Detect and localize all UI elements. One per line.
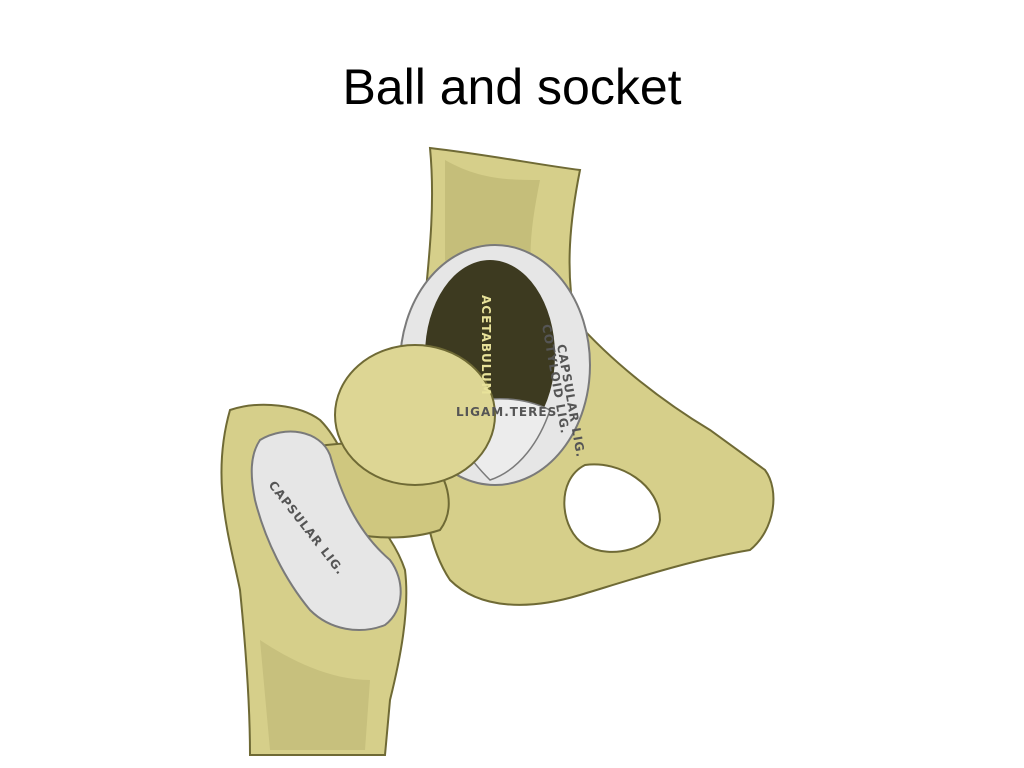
obturator-foramen: [563, 463, 662, 553]
capsular-ligament-neck: [250, 430, 402, 631]
label-acetabulum: ACETABULUM: [479, 295, 493, 396]
femur-shading: [260, 640, 370, 750]
femoral-head: [334, 344, 496, 486]
slide-title: Ball and socket: [342, 59, 682, 115]
hip-joint-illustration: ACETABULUM COTYLOID LIG. CAPSULAR LIG. L…: [220, 146, 775, 756]
label-ligam-teres: LIGAM.TERES: [456, 405, 557, 419]
